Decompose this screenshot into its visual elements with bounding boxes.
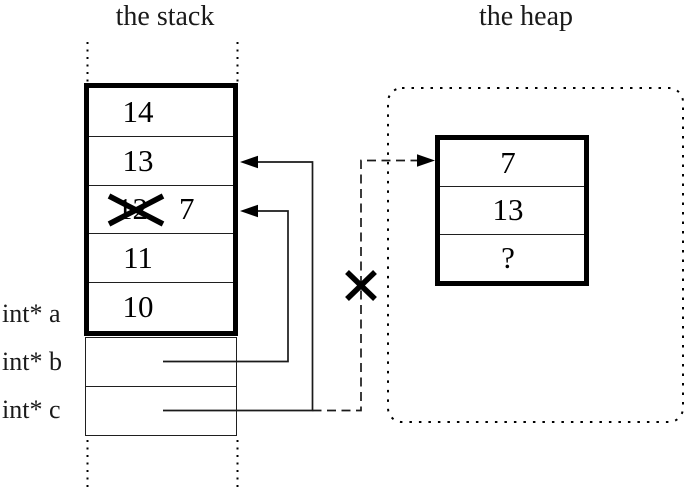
- stack-cell-value: 11: [123, 240, 153, 276]
- heap-cell-unknown: ?: [440, 235, 584, 281]
- heap-cell-value: ?: [501, 239, 515, 275]
- heap-cell-7: 7: [440, 140, 584, 188]
- heap-cell-13: 13: [440, 187, 584, 235]
- stack-cell-14: 14: [89, 88, 233, 137]
- heap-cell-value: 13: [492, 192, 524, 228]
- stack-cell-11: 11: [89, 234, 233, 284]
- stack-cell-value: 14: [122, 93, 154, 129]
- heap-title: the heap: [478, 1, 574, 32]
- var-label-b: int* b: [2, 347, 62, 376]
- pointer-cell-b: [86, 338, 236, 387]
- var-label-a: int* a: [2, 299, 61, 328]
- heap-block-box: 7 13 ?: [435, 135, 589, 286]
- stack-title: the stack: [115, 1, 215, 32]
- cross-out-pointer-icon: [345, 270, 377, 301]
- arrowhead-right-icon: [417, 154, 435, 167]
- pointer-cells-box: [85, 337, 237, 436]
- stack-cell-new-value: 7: [179, 191, 195, 227]
- stack-cell-overwritten: 12 7: [89, 186, 233, 235]
- dangling-pointer-arrow: [312, 154, 435, 412]
- stack-cell-10: 10: [89, 283, 233, 331]
- stack-cell-value: 13: [122, 142, 154, 178]
- stack-cell-old-value: 12: [117, 191, 148, 227]
- stack-cell-value: 10: [122, 289, 154, 325]
- var-label-c: int* c: [2, 395, 61, 424]
- heap-cell-value: 7: [500, 145, 516, 181]
- pointer-cell-c: [86, 387, 236, 435]
- stack-frame-box: 14 13 12 7 11 10: [84, 83, 238, 336]
- arrowhead-left-icon: [240, 204, 258, 218]
- stack-cell-13: 13: [89, 137, 233, 186]
- arrowhead-left-icon: [240, 155, 258, 169]
